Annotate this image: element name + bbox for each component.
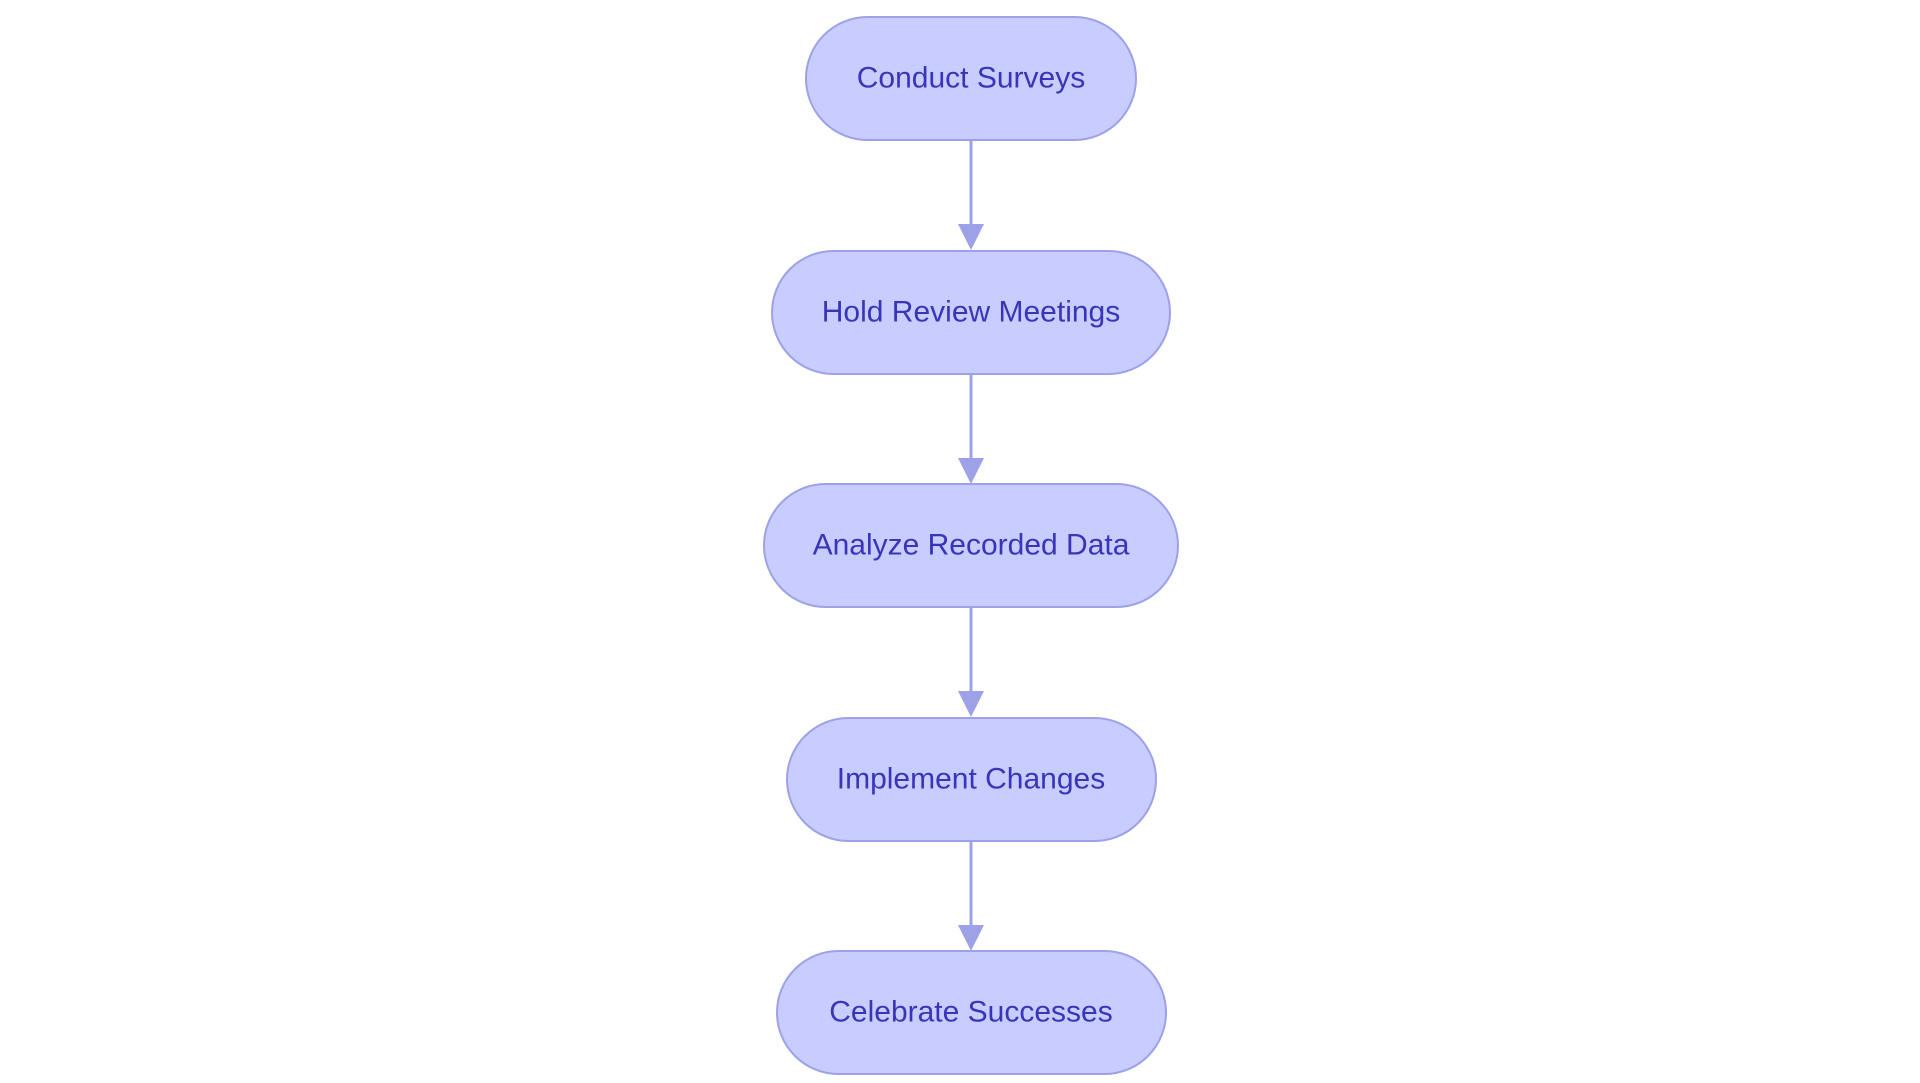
node-conduct-surveys[interactable]: Conduct Surveys xyxy=(805,16,1137,141)
node-hold-review-meetings[interactable]: Hold Review Meetings xyxy=(771,250,1171,375)
node-shape xyxy=(786,717,1157,842)
node-shape xyxy=(776,950,1167,1075)
node-label: Conduct Surveys xyxy=(857,62,1085,95)
node-label: Implement Changes xyxy=(837,763,1105,796)
node-shape xyxy=(763,483,1179,608)
node-label: Analyze Recorded Data xyxy=(813,529,1130,562)
node-shape xyxy=(771,250,1171,375)
edge-n3-n4 xyxy=(958,607,984,717)
node-label: Hold Review Meetings xyxy=(822,296,1120,329)
arrow-head-icon xyxy=(958,925,984,951)
edge-n1-n2 xyxy=(958,140,984,250)
arrow-head-icon xyxy=(958,691,984,717)
arrow-head-icon xyxy=(958,458,984,484)
arrow-head-icon xyxy=(958,224,984,250)
edge-n2-n3 xyxy=(958,374,984,484)
node-analyze-recorded-data[interactable]: Analyze Recorded Data xyxy=(763,483,1179,608)
node-label: Celebrate Successes xyxy=(829,996,1112,1029)
node-celebrate-successes[interactable]: Celebrate Successes xyxy=(776,950,1167,1075)
node-implement-changes[interactable]: Implement Changes xyxy=(786,717,1157,842)
edge-n4-n5 xyxy=(958,841,984,951)
node-shape xyxy=(805,16,1137,141)
